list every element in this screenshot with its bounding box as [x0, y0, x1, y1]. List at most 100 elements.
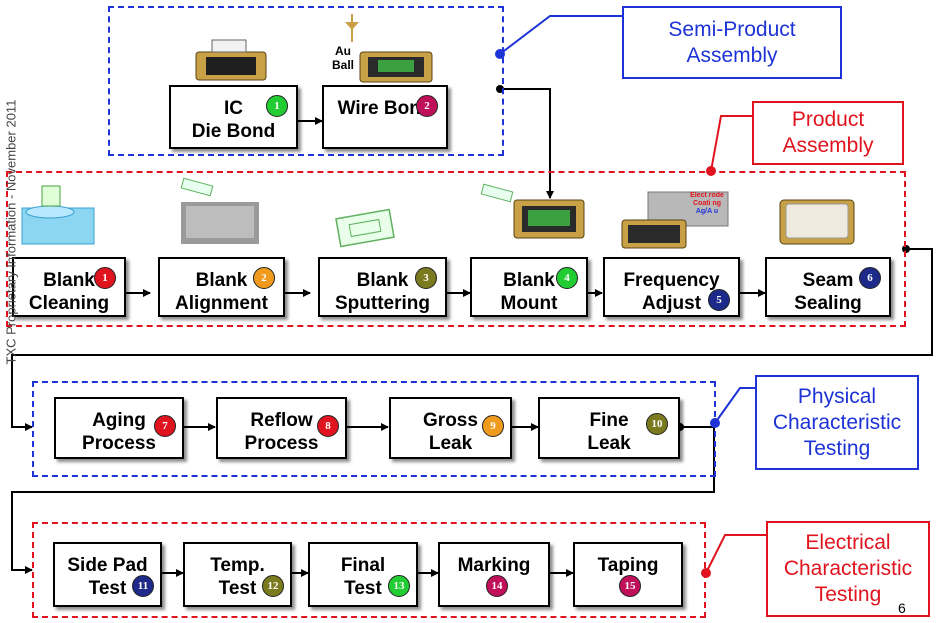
step-line2: Process: [244, 433, 319, 454]
step-line1: Temp.: [210, 555, 265, 576]
process-step: Frequency Adjust 5: [603, 257, 740, 317]
step-number-badge: 6: [859, 267, 881, 289]
process-step: Fine Leak 10: [538, 397, 680, 459]
step-line1: Blank: [356, 270, 409, 291]
step-line2: Alignment: [175, 293, 268, 314]
step-line2: Test: [344, 578, 382, 599]
process-step: Seam Sealing 6: [765, 257, 891, 317]
step-line1: Marking: [457, 555, 531, 576]
step-line2: Leak: [587, 433, 631, 454]
step-line2: Test: [218, 578, 257, 599]
step-line1: Aging: [92, 410, 146, 431]
process-step: Marking 14: [438, 542, 550, 607]
step-number-badge: 7: [154, 415, 176, 437]
step-number-badge: 10: [646, 413, 668, 435]
step-line2: Test: [88, 578, 127, 599]
group-label-text: Product Assembly: [782, 108, 874, 157]
callout-dot: [701, 568, 711, 578]
group-label-text: Physical Characteristic Testing: [772, 384, 902, 460]
step-number-badge: 11: [132, 575, 154, 597]
callout-line: [499, 15, 622, 55]
page-number: 6: [898, 600, 906, 616]
step-number-badge: 1: [266, 95, 288, 117]
process-step: Wire Bond 2: [322, 85, 448, 149]
step-line2: Sealing: [794, 293, 862, 314]
step-number-badge: 5: [708, 289, 730, 311]
process-step: Blank Sputtering 3: [318, 257, 447, 317]
step-line2: Die Bond: [191, 121, 276, 142]
seam-sealing-illustration: [779, 199, 855, 245]
wire-bond-illustration: [345, 14, 433, 83]
step-line1: Taping: [597, 555, 659, 576]
sputtering-blank-illustration: [335, 208, 395, 248]
au-ball-annotation: Au Ball: [331, 44, 354, 72]
electrode-coating-annotation: Elect rode Coati ng Ag/A u: [689, 192, 725, 216]
side-margin-text: TXC Proprietary Information - November 2…: [3, 99, 19, 365]
step-line2: Leak: [428, 433, 473, 454]
arrow-icon: [11, 248, 933, 431]
ic-die-bond-illustration: [195, 39, 267, 81]
frequency-adjust-illustration: [621, 191, 729, 249]
step-line1: IC: [224, 98, 243, 119]
step-line1: Final: [340, 555, 386, 576]
step-line2: Sputtering: [335, 293, 430, 314]
step-number-badge: 8: [317, 415, 339, 437]
physical-testing-label: Physical Characteristic Testing: [755, 375, 919, 470]
process-step: Final Test 13: [308, 542, 418, 607]
blank-mount-illustration: [480, 183, 585, 239]
process-step: Gross Leak 9: [389, 397, 512, 459]
alignment-plate-illustration: [180, 177, 259, 244]
step-line2: Process: [82, 433, 156, 454]
step-line2: Mount: [500, 293, 558, 314]
arrow-icon: [504, 88, 554, 199]
step-line1: Blank: [195, 270, 248, 291]
step-line2: Adjust: [641, 293, 702, 314]
step-number-badge: 14: [486, 575, 508, 597]
process-step: IC Die Bond 1: [169, 85, 298, 149]
electrode-coating-sub: Ag/A u: [695, 208, 719, 215]
step-line1: Blank: [43, 270, 95, 291]
process-step: Temp. Test 12: [183, 542, 292, 607]
step-line1: Reflow: [250, 410, 313, 431]
step-line1: Side Pad: [67, 555, 148, 576]
process-step: Blank Alignment 2: [158, 257, 285, 317]
step-line1: Wire Bond: [337, 98, 433, 119]
step-line1: Blank: [503, 270, 555, 291]
arrow-icon: [11, 426, 715, 574]
step-number-badge: 3: [415, 267, 437, 289]
callout-line: [705, 534, 766, 574]
step-number-badge: 12: [262, 575, 284, 597]
electrical-testing-group: [32, 522, 706, 618]
step-line1: Gross: [423, 410, 478, 431]
physical-testing-group: [32, 381, 716, 477]
step-number-badge: 1: [94, 267, 116, 289]
step-line1: Seam: [802, 270, 854, 291]
process-step: Taping 15: [573, 542, 683, 607]
step-number-badge: 2: [253, 267, 275, 289]
semi-product-assembly-group: [108, 6, 504, 156]
step-line1: Fine: [589, 410, 629, 431]
step-line2: Cleaning: [28, 293, 110, 314]
process-step: Side Pad Test 11: [53, 542, 162, 607]
electrode-coating-text: Elect rode Coati ng: [690, 192, 724, 207]
product-assembly-label: Product Assembly: [752, 101, 904, 165]
product-assembly-group: [6, 171, 906, 327]
process-step: Blank Mount 4: [470, 257, 588, 317]
step-number-badge: 2: [416, 95, 438, 117]
step-line1: Frequency: [623, 270, 720, 291]
semi-product-assembly-label: Semi-Product Assembly: [622, 6, 842, 79]
step-number-badge: 13: [388, 575, 410, 597]
process-step: Aging Process 7: [54, 397, 184, 459]
process-step: Blank Cleaning 1: [12, 257, 126, 317]
callout-line: [710, 115, 752, 172]
electrical-testing-label: Electrical Characteristic Testing: [766, 521, 930, 617]
group-label-text: Electrical Characteristic Testing: [783, 531, 913, 606]
process-step: Reflow Process 8: [216, 397, 347, 459]
step-number-badge: 9: [482, 415, 504, 437]
step-number-badge: 15: [619, 575, 641, 597]
step-number-badge: 4: [556, 267, 578, 289]
group-label-text: Semi-Product Assembly: [668, 17, 796, 67]
cleaning-tank-illustration: [21, 185, 95, 245]
